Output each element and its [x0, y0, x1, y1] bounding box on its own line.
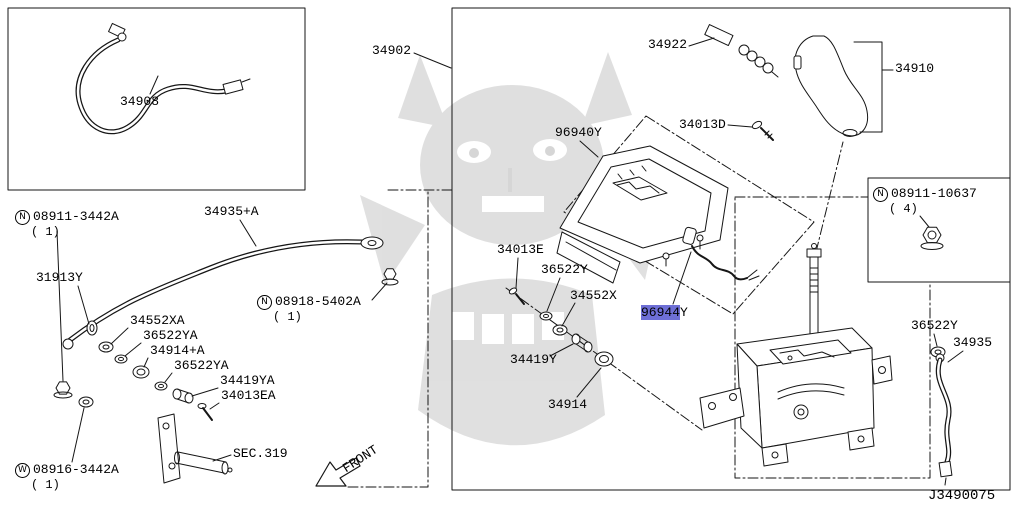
- part-label-34013EA[interactable]: 34013EA: [221, 389, 276, 403]
- part-number: 08911-3442A: [33, 209, 119, 224]
- part-label-34419YA[interactable]: 34419YA: [220, 374, 275, 388]
- part-label-34552X[interactable]: 34552X: [570, 289, 617, 303]
- part-number: 34013D: [679, 117, 726, 132]
- part-number: 34013E: [497, 242, 544, 257]
- part-label-34902[interactable]: 34902: [372, 44, 411, 58]
- inset-box-nut: [867, 177, 1011, 283]
- drawing-code: J3490075: [928, 489, 995, 503]
- part-number: 34419Y: [510, 352, 557, 367]
- part-label-36522Y-right[interactable]: 36522Y: [911, 319, 958, 333]
- part-number: 34552XA: [130, 313, 185, 328]
- part-number: 08911-10637: [891, 186, 977, 201]
- circle-n-icon: N: [15, 210, 30, 225]
- part-label-34013E[interactable]: 34013E: [497, 243, 544, 257]
- part-label-34935-right[interactable]: 34935: [953, 336, 992, 350]
- part-number: 36522Y: [541, 262, 588, 277]
- part-drawing-34910-knob: [793, 35, 883, 137]
- leader-lines: [56, 37, 964, 463]
- part-drawing-sec319-bracket: [157, 413, 233, 484]
- section-reference-sec319[interactable]: SEC.319: [233, 447, 288, 461]
- part-drawing-10637-nut: [920, 226, 944, 250]
- part-label-34935A[interactable]: 34935+A: [204, 205, 259, 219]
- part-number: 36522Y: [911, 318, 958, 333]
- part-number: 34914: [548, 397, 588, 412]
- part-label-96944Y-selected[interactable]: 96944Y: [641, 305, 688, 320]
- part-number: 08918-5402A: [275, 294, 361, 309]
- part-drawing-34908-cable: [75, 22, 251, 135]
- circle-n-icon: N: [873, 187, 888, 202]
- part-drawing-center-cluster: [508, 287, 614, 367]
- part-number: 34935: [953, 335, 993, 350]
- part-label-34914A[interactable]: 34914+A: [150, 344, 205, 358]
- part-label-31913Y[interactable]: 31913Y: [36, 271, 83, 285]
- part-drawing-34013d-screw: [751, 120, 774, 141]
- part-label-34013D[interactable]: 34013D: [679, 118, 726, 132]
- inset-box-cable: [7, 7, 306, 191]
- part-number: 36522YA: [143, 328, 198, 343]
- part-label-34910[interactable]: 34910: [895, 62, 934, 76]
- part-label-34922[interactable]: 34922: [648, 38, 687, 52]
- part-number: 31913Y: [36, 270, 83, 285]
- drawing-code-text: J3490075: [928, 488, 996, 504]
- circle-w-icon: W: [15, 463, 30, 478]
- part-number: 96940Y: [555, 125, 602, 140]
- part-number: 34552X: [570, 288, 617, 303]
- part-number: 34935+A: [204, 204, 259, 219]
- part-qty: ( 1): [31, 478, 60, 492]
- part-qty: ( 4): [889, 202, 918, 216]
- part-drawing-5402a-nut: [381, 268, 399, 286]
- part-drawing-nuts-left: [53, 381, 94, 408]
- part-number-highlighted: 96944: [641, 305, 681, 320]
- part-drawing-96944-cable: [682, 226, 760, 281]
- part-label-36522YA-1[interactable]: 36522YA: [143, 329, 198, 343]
- part-number: 36522YA: [174, 358, 229, 373]
- part-label-96940Y[interactable]: 96940Y: [555, 126, 602, 140]
- part-number: 34013EA: [221, 388, 276, 403]
- part-drawing-right-rod: [930, 346, 953, 486]
- part-label-34914[interactable]: 34914: [548, 398, 587, 412]
- part-number: 34922: [648, 37, 688, 52]
- part-label-36522Y-center[interactable]: 36522Y: [541, 263, 588, 277]
- part-number: 34908: [120, 94, 160, 109]
- circle-n-icon: N: [257, 295, 272, 310]
- part-drawing-34922: [704, 24, 779, 78]
- part-label-34419Y[interactable]: 34419Y: [510, 353, 557, 367]
- part-label-34908[interactable]: 34908: [120, 95, 159, 109]
- part-drawing-34935a-rod: [62, 236, 384, 350]
- part-number: 08916-3442A: [33, 462, 119, 477]
- part-qty: ( 1): [273, 310, 302, 324]
- part-drawing-base-assembly: [699, 327, 893, 467]
- part-number: 34419YA: [220, 373, 275, 388]
- part-number-suffix: Y: [680, 305, 688, 320]
- part-number: 34914+A: [150, 343, 205, 358]
- part-label-36522YA-2[interactable]: 36522YA: [174, 359, 229, 373]
- part-number: 34910: [895, 61, 935, 76]
- section-ref-text: SEC.319: [233, 446, 288, 461]
- front-arrow-icon: [315, 457, 361, 487]
- part-drawing-left-cluster: [98, 341, 213, 421]
- part-number: 34902: [372, 43, 412, 58]
- part-label-34552XA[interactable]: 34552XA: [130, 314, 185, 328]
- part-qty: ( 1): [31, 225, 60, 239]
